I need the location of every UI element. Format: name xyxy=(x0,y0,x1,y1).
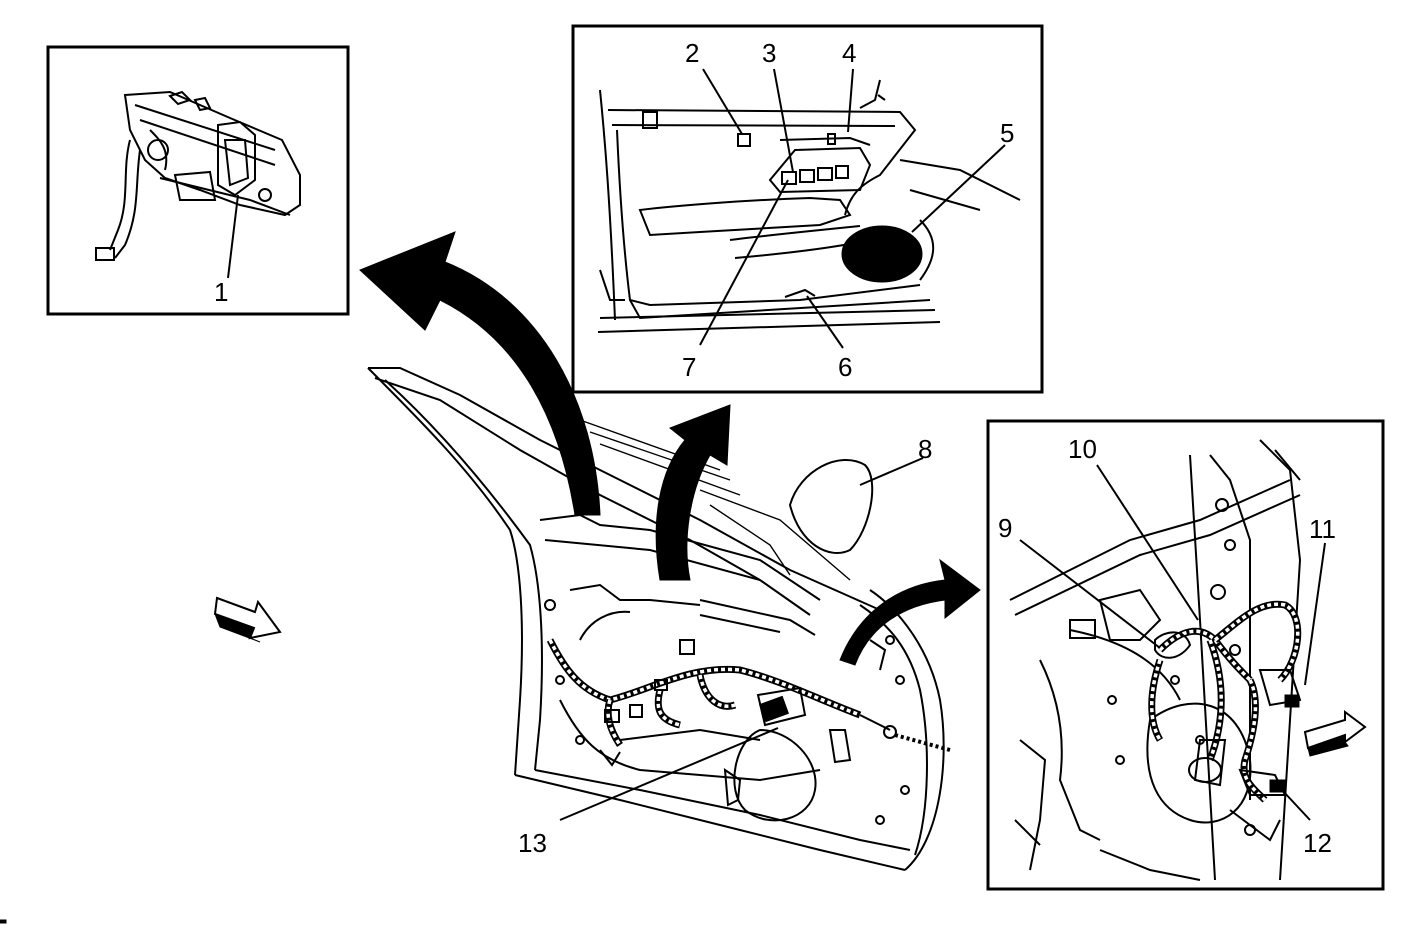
callout-9: 9 xyxy=(998,513,1012,543)
door-assembly-main xyxy=(367,367,951,871)
view-direction-arrow-icon xyxy=(1303,710,1367,757)
callout-4: 4 xyxy=(842,38,856,68)
callout-2: 2 xyxy=(685,38,699,68)
callout-10: 10 xyxy=(1068,434,1097,464)
detail-panel-harness: 9 10 11 12 xyxy=(986,419,1385,891)
callout-5: 5 xyxy=(1000,118,1014,148)
detail-panel-trim: 2 3 4 5 6 7 xyxy=(571,24,1044,394)
door-trim-panel xyxy=(597,79,1021,333)
curved-callout-arrow-icon xyxy=(359,231,601,516)
callout-8: 8 xyxy=(918,434,932,464)
door-handle-assembly xyxy=(95,90,301,261)
callout-3: 3 xyxy=(762,38,776,68)
curved-callout-arrow-icon xyxy=(655,404,731,581)
callout-13: 13 xyxy=(518,828,547,858)
view-direction-arrow-icon xyxy=(213,596,282,643)
callout-11: 11 xyxy=(1309,514,1336,544)
callout-1: 1 xyxy=(214,277,228,307)
callout-12: 12 xyxy=(1303,828,1332,858)
speaker-grille xyxy=(841,225,923,283)
harness-wiring-detail xyxy=(1148,600,1302,803)
detail-panel-handle: 1 xyxy=(46,45,350,316)
callout-7: 7 xyxy=(682,352,696,382)
callout-6: 6 xyxy=(838,352,852,382)
curved-callout-arrow-icon xyxy=(839,558,981,666)
